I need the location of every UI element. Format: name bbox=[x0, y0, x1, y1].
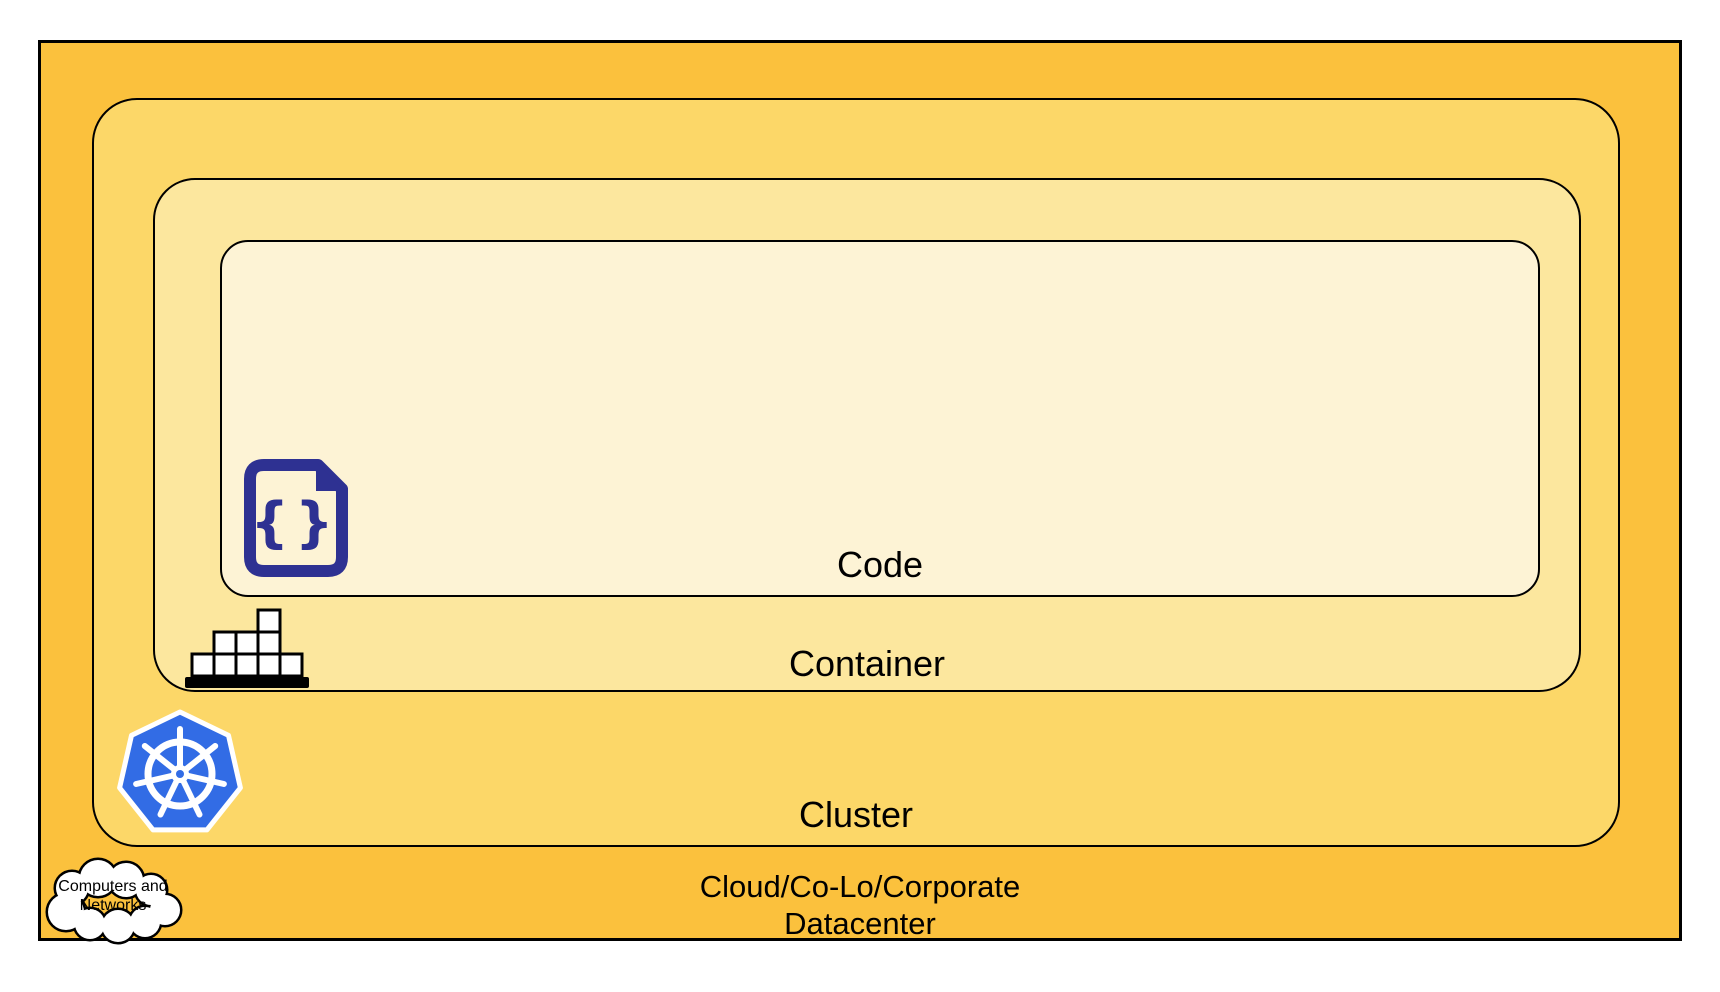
container-boxes bbox=[190, 608, 304, 678]
container-base-bar bbox=[185, 677, 309, 688]
code-label: Code bbox=[836, 544, 924, 585]
cloud-label: Computers and Networks bbox=[38, 852, 188, 952]
kubernetes-wheel-ring bbox=[144, 738, 216, 810]
kubernetes-wheel-hub-dot bbox=[176, 770, 184, 778]
cloud-label-line1: Computers and bbox=[58, 878, 168, 895]
container-label: Container bbox=[788, 643, 946, 684]
cloud-label-line2: Networks bbox=[79, 897, 147, 914]
code-layer-box: {} Code bbox=[220, 240, 1540, 597]
datacenter-layer-box: {} Code bbox=[38, 40, 1682, 945]
code-file-fold bbox=[316, 462, 345, 491]
cloud-fill bbox=[48, 860, 180, 942]
cluster-label: Cluster bbox=[798, 794, 914, 835]
cloud-icon: Computers and Networks bbox=[38, 852, 188, 952]
kubernetes-icon bbox=[117, 709, 243, 833]
code-file-outline bbox=[244, 459, 348, 577]
datacenter-label: Cloud/Co-Lo/Corporate Datacenter bbox=[41, 868, 1679, 942]
cluster-layer-box: {} Code bbox=[92, 98, 1620, 847]
container-stack-icon bbox=[185, 608, 309, 688]
cloud-shape bbox=[45, 857, 183, 945]
code-file-icon: {} bbox=[244, 459, 348, 577]
datacenter-label-line1: Cloud/Co-Lo/Corporate bbox=[699, 869, 1021, 904]
curly-braces-glyph: {} bbox=[251, 491, 340, 554]
container-layer-box: {} Code bbox=[153, 178, 1581, 692]
datacenter-label-line2: Datacenter bbox=[784, 906, 936, 941]
